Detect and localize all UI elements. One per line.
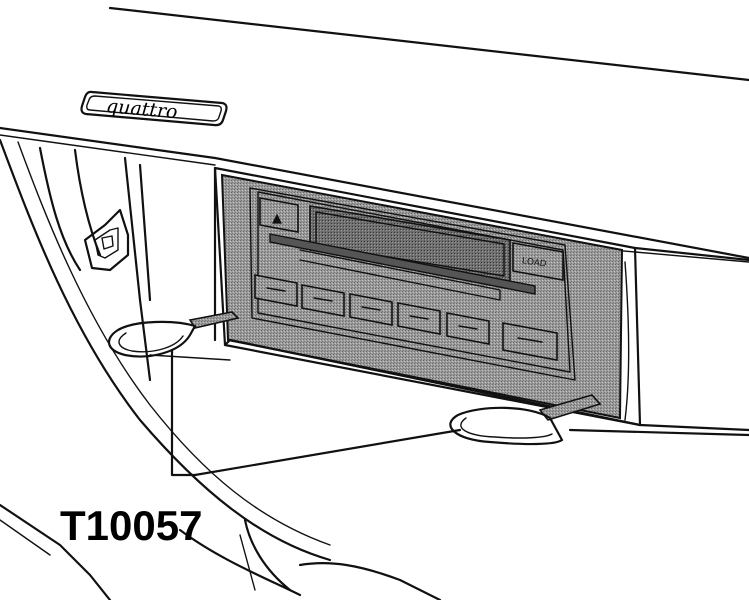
removal-tool-left: [108, 311, 240, 358]
radio-unit: ▲ LOAD: [220, 173, 624, 420]
eject-button[interactable]: ▲: [259, 197, 299, 233]
preset-button-2[interactable]: [301, 284, 345, 317]
load-button[interactable]: LOAD: [512, 242, 564, 281]
preset-button-5[interactable]: [446, 312, 490, 345]
leader-lines: [170, 348, 462, 477]
cd-slot: [269, 233, 536, 295]
left-vent-housing: [0, 138, 332, 562]
eject-icon: ▲: [272, 211, 282, 226]
quattro-badge: quattro: [80, 90, 228, 127]
removal-tool-right: [449, 394, 602, 446]
preset-buttons: [254, 274, 558, 361]
dashboard-top-panel: [0, 6, 749, 260]
preset-button-6[interactable]: [502, 322, 558, 361]
preset-button-4[interactable]: [397, 302, 441, 335]
tool-label: T10057: [60, 502, 202, 549]
load-label: LOAD: [521, 255, 547, 268]
preset-button-3[interactable]: [349, 293, 393, 326]
lower-panel: [0, 338, 749, 600]
preset-button-1[interactable]: [254, 274, 298, 307]
